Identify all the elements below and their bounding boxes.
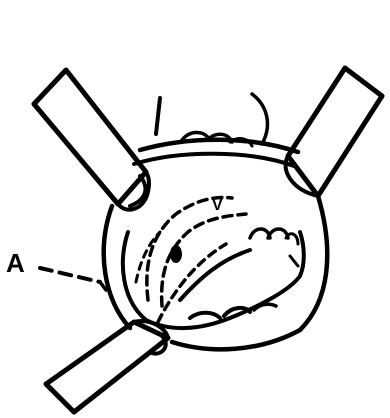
incision-outline bbox=[104, 140, 327, 350]
retractor-lower-left bbox=[46, 321, 168, 412]
retractor-upper-right bbox=[286, 68, 382, 196]
label-a-pointer bbox=[40, 268, 106, 290]
upper-structures bbox=[156, 94, 267, 146]
retractor-upper-left bbox=[34, 70, 149, 210]
node-mark bbox=[170, 245, 182, 263]
label-a: A bbox=[6, 248, 25, 278]
label-v: V bbox=[212, 197, 223, 214]
